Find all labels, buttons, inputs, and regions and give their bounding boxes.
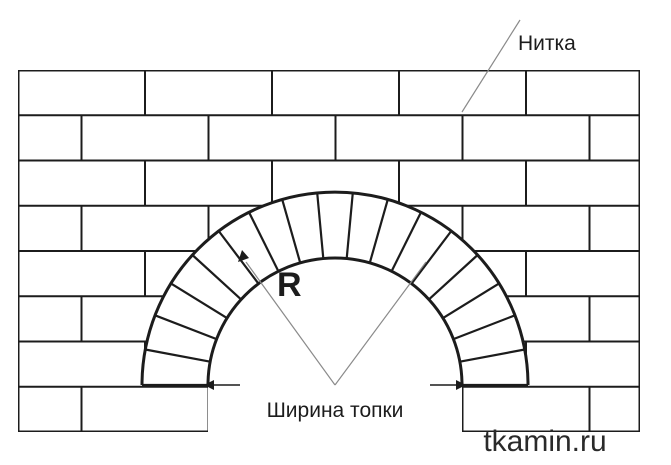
voussoir-joint (428, 254, 479, 301)
voussoir-joint (154, 314, 217, 341)
radius-arrowhead (238, 250, 249, 262)
voussoir-joint (281, 199, 302, 264)
width-arrow-right (456, 380, 466, 390)
voussoir-joint (459, 348, 525, 363)
voussoir-joint (368, 199, 389, 264)
radius-line-left (245, 261, 336, 386)
voussoir-joint (410, 230, 453, 285)
firebox-width-label: Ширина топки (267, 399, 404, 422)
voussoir-joint (191, 254, 242, 301)
voussoir-joint (248, 211, 280, 272)
radius-line-right (334, 261, 427, 386)
radius-label: R (277, 266, 302, 304)
firebox-width-dimension (204, 380, 466, 390)
voussoir-joint (390, 211, 422, 272)
arch-voussoirs (140, 190, 530, 387)
arch-intrados (206, 256, 464, 386)
voussoir-joint (170, 282, 228, 320)
width-arrow-left (204, 380, 214, 390)
voussoir-joint (217, 230, 260, 285)
voussoir-joint (453, 314, 516, 341)
thread-leader (461, 19, 521, 113)
voussoir-joint (145, 348, 211, 363)
thread-label: Нитка (518, 32, 576, 55)
voussoir-joint (345, 192, 354, 259)
site-watermark: tkamin.ru (483, 425, 606, 458)
voussoir-joint (442, 282, 500, 320)
arch-extrados (140, 190, 530, 386)
voussoir-joint (316, 192, 325, 259)
radius-guides (245, 19, 521, 386)
